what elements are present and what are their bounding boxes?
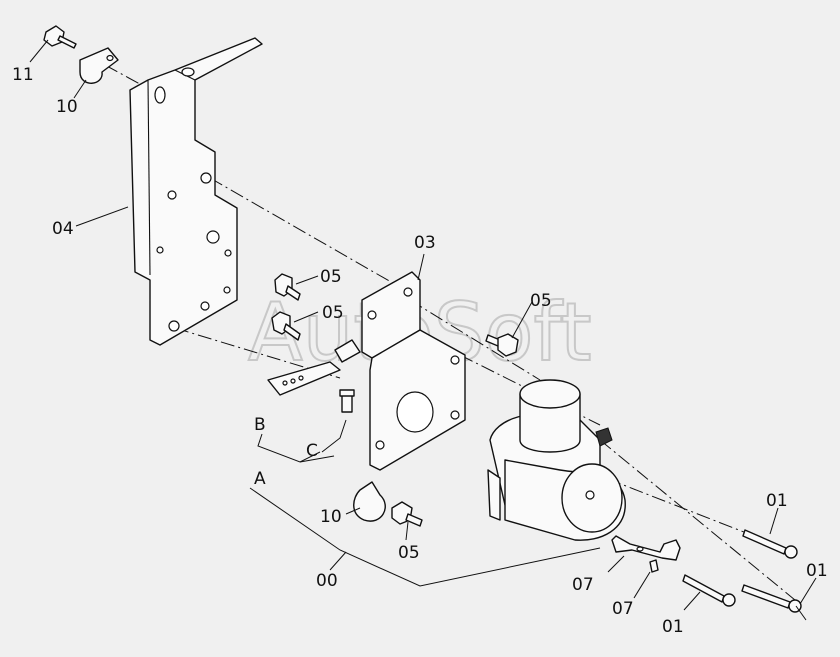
bracket-b [267,339,361,396]
clamp-10-bottom [353,481,386,522]
label-03: 03 [414,233,436,253]
leader-lines [29,39,817,621]
label-05-a: 05 [320,267,342,287]
label-00: 00 [316,571,338,591]
clamp-10-top [79,47,119,84]
bracket-04 [129,37,263,346]
label-01-b: 01 [662,617,684,637]
label-a: A [254,469,266,489]
label-05-c: 05 [530,291,552,311]
screw-01-b [682,574,736,607]
bolt-05-c [485,333,519,357]
screw-01-a [742,529,798,559]
label-04: 04 [52,219,74,239]
label-01-c: 01 [806,561,828,581]
bolt-05-a [274,273,301,301]
label-07-b: 07 [612,599,634,619]
label-05-d: 05 [398,543,420,563]
part-labels: 11 10 04 03 05 05 05 B C A 10 05 00 07 0… [12,65,828,637]
screw-c [339,389,355,413]
label-05-b: 05 [322,303,344,323]
solenoid-assembly [487,379,626,541]
plate-03 [361,271,466,471]
bolt-11 [43,25,77,49]
label-07-a: 07 [572,575,594,595]
label-b: B [254,415,266,435]
screw-01-c [741,584,802,613]
label-10-top: 10 [56,97,78,117]
bracket-07 [611,535,681,573]
label-11: 11 [12,65,34,85]
bolt-05-b [271,311,301,341]
label-c: C [306,441,318,461]
bolt-05-d [391,501,423,527]
label-01-a: 01 [766,491,788,511]
label-10-bottom: 10 [320,507,342,527]
